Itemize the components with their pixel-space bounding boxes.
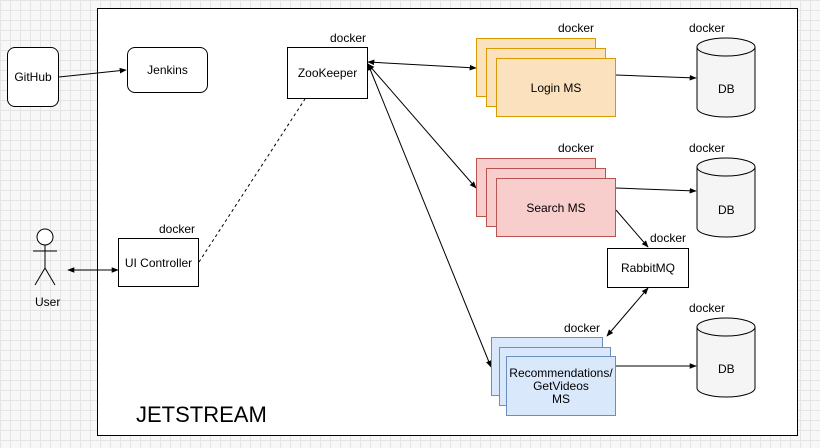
ui-controller-label: UI Controller: [124, 255, 193, 270]
zookeeper-docker-tag: docker: [330, 31, 367, 45]
login-ms-node: Login MS: [496, 58, 616, 117]
github-label: GitHub: [14, 70, 52, 84]
github-node: GitHub: [7, 47, 59, 107]
edge-ui-zookeeper: [198, 98, 306, 263]
rabbitmq-label: RabbitMQ: [620, 261, 676, 275]
db-search-label: DB: [718, 203, 735, 217]
edge-login-db: [615, 74, 697, 81]
db-login-docker-tag: docker: [689, 21, 726, 35]
ui-controller-docker-tag: docker: [159, 222, 196, 236]
db-reco-label: DB: [718, 362, 735, 376]
login-ms-docker-tag: docker: [558, 21, 595, 35]
rabbitmq-docker-tag: docker: [650, 231, 687, 245]
search-ms-label: Search MS: [526, 200, 586, 215]
db-reco-icon: [696, 317, 756, 398]
db-search-docker-tag: docker: [689, 141, 726, 155]
recommendations-ms-docker-tag: docker: [564, 321, 601, 335]
user-label: User: [35, 295, 61, 309]
edge-rabbitmq-reco: [606, 287, 649, 337]
db-search-icon: [696, 157, 756, 238]
zookeeper-label: ZooKeeper: [297, 66, 358, 80]
edge-zookeeper-reco: [367, 63, 492, 368]
db-reco-docker-tag: docker: [689, 301, 726, 315]
edge-search-db: [615, 187, 697, 194]
jenkins-node: Jenkins: [127, 47, 208, 93]
search-ms-docker-tag: docker: [558, 141, 595, 155]
recommendations-ms-label: Recommendations/ GetVideos MS: [509, 365, 613, 406]
edge-github-jenkins: [58, 67, 127, 78]
edge-search-rabbitmq: [615, 209, 649, 248]
rabbitmq-node: RabbitMQ: [607, 248, 689, 288]
db-login-icon: [696, 37, 756, 118]
ui-controller-node: UI Controller: [118, 238, 199, 287]
jenkins-label: Jenkins: [147, 63, 188, 77]
login-ms-label: Login MS: [530, 80, 582, 95]
zookeeper-node: ZooKeeper: [287, 47, 368, 99]
search-ms-node: Search MS: [496, 178, 616, 237]
recommendations-ms-node: Recommendations/ GetVideos MS: [506, 356, 616, 416]
db-login-label: DB: [718, 82, 735, 96]
frame-title: JETSTREAM: [136, 402, 267, 427]
